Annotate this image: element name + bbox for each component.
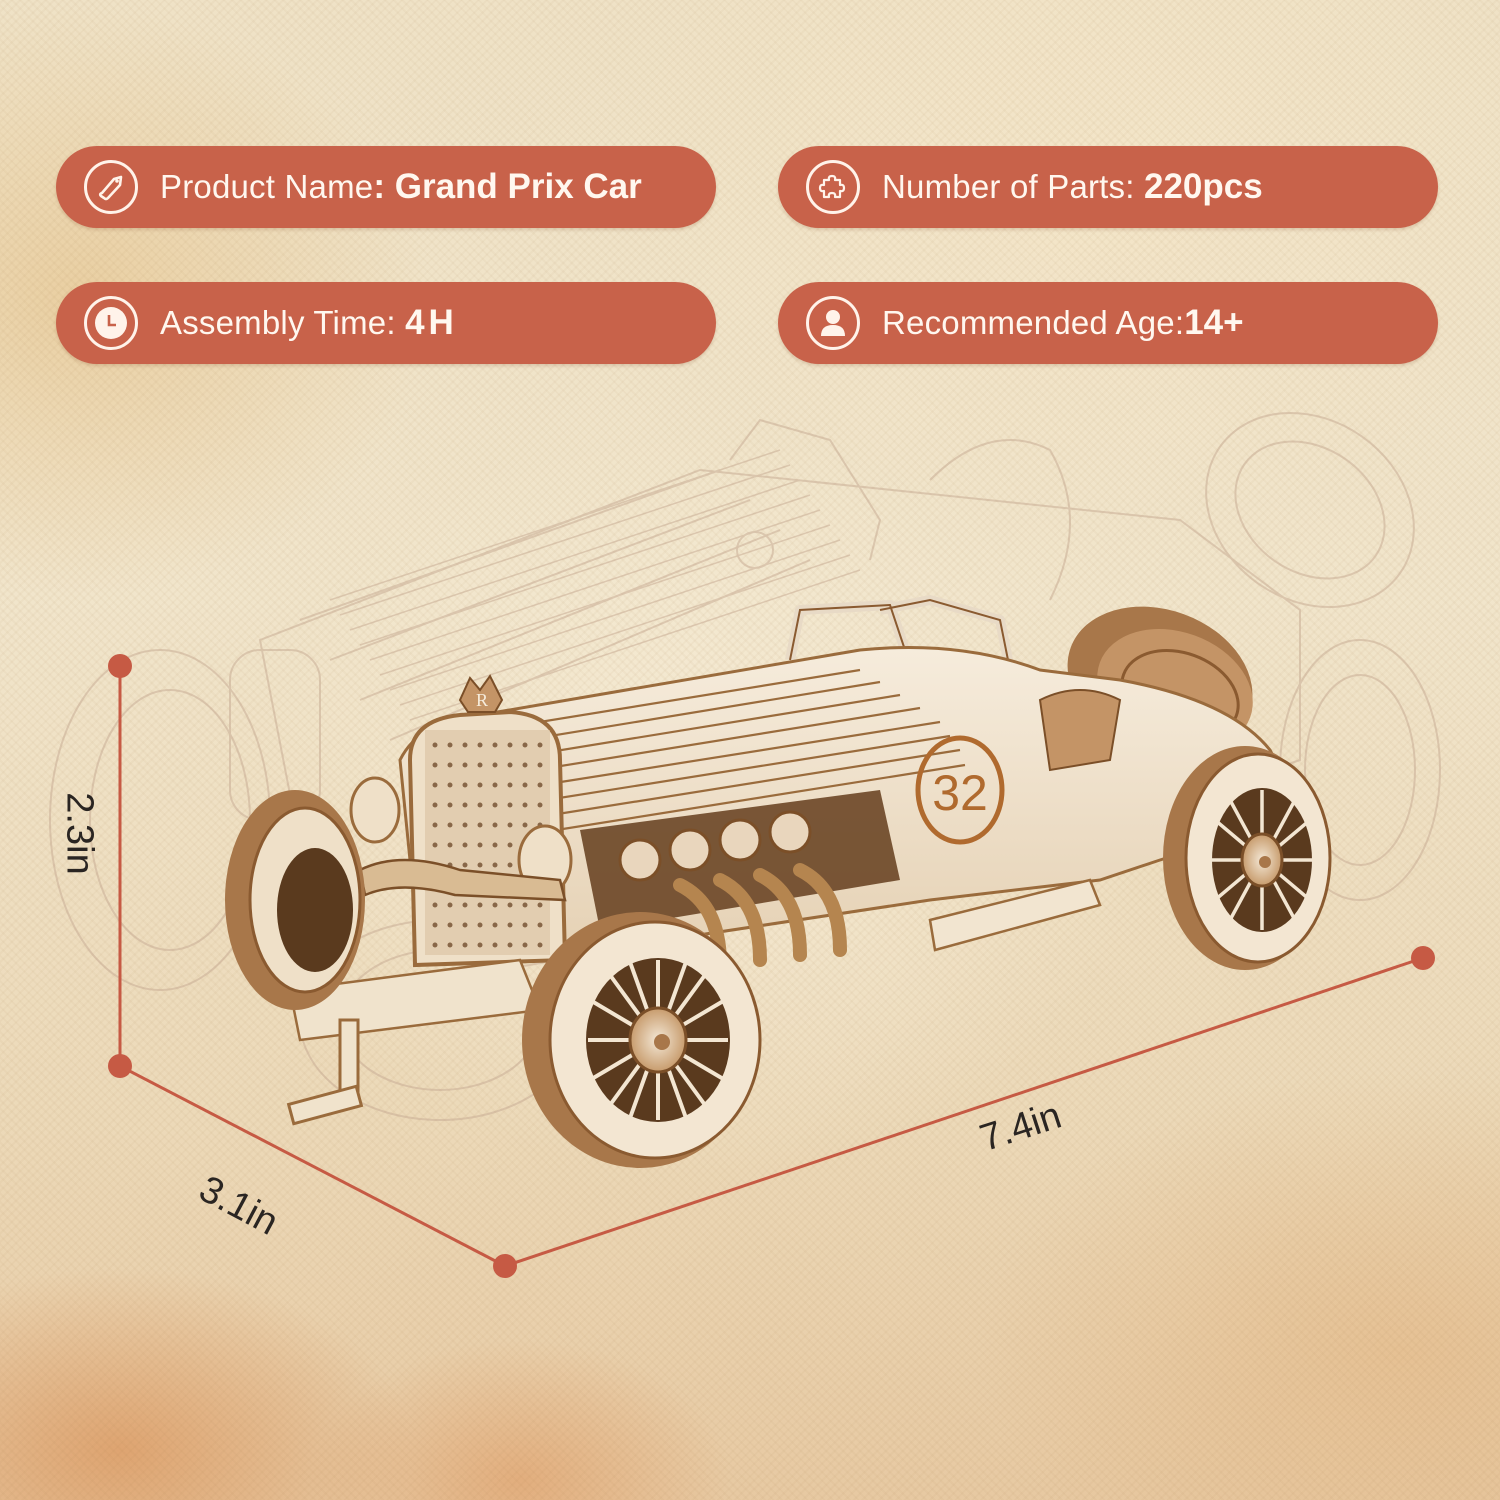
user-icon <box>806 296 860 350</box>
spec-label: Product Name <box>160 168 374 205</box>
spec-recommended-age: Recommended Age: 14+ <box>778 282 1438 364</box>
spec-value: 220pcs <box>1144 167 1263 206</box>
height-top-dot <box>108 654 132 678</box>
race-number-roundel: 32 <box>915 735 1005 845</box>
length-line <box>504 956 1424 1268</box>
svg-text:R: R <box>476 690 488 710</box>
bottom-corner-dot <box>493 1254 517 1278</box>
rear-right-wheel <box>1163 746 1332 970</box>
spec-number-of-parts: Number of Parts: 220pcs <box>778 146 1438 228</box>
spec-separator: : <box>373 167 395 206</box>
emblem: R <box>458 674 504 713</box>
spec-value: 14+ <box>1184 303 1244 342</box>
front-right-wheel <box>522 912 762 1168</box>
puzzle-piece-icon <box>806 160 860 214</box>
front-left-wheel <box>225 790 365 1010</box>
height-dimension-label: 2.3in <box>58 792 101 875</box>
spec-value: Grand Prix Car <box>394 167 642 206</box>
spec-label: Recommended Age: <box>882 304 1185 341</box>
spec-label: Number of Parts: <box>882 168 1144 205</box>
length-end-dot <box>1411 946 1435 970</box>
tag-icon <box>84 160 138 214</box>
width-line <box>119 1064 506 1268</box>
spec-assembly-time: Assembly Time: 4H <box>56 282 716 364</box>
spec-value: 4H <box>405 303 458 342</box>
spec-product-name: Product Name : Grand Prix Car <box>56 146 716 228</box>
clock-icon <box>84 296 138 350</box>
spec-label: Assembly Time: <box>160 304 406 341</box>
corner-dot <box>108 1054 132 1078</box>
svg-text:32: 32 <box>932 765 988 821</box>
